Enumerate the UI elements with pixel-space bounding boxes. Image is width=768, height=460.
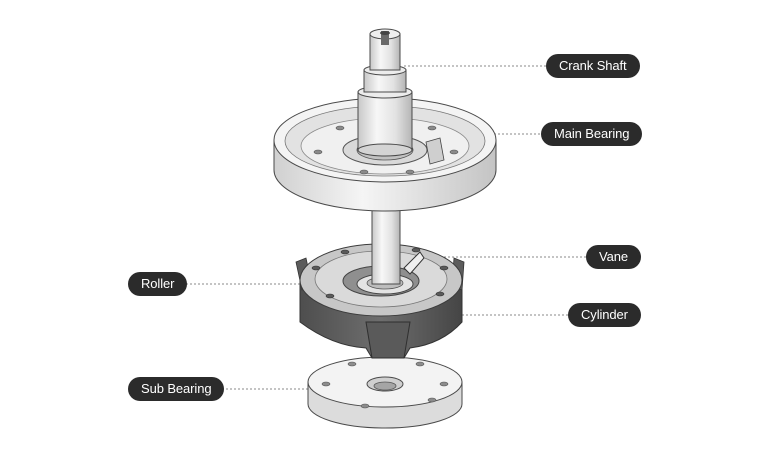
label-vane: Vane	[586, 245, 641, 269]
label-main-bearing: Main Bearing	[541, 122, 643, 146]
label-roller: Roller	[128, 272, 188, 296]
vane-part	[403, 251, 425, 275]
leader-lines	[186, 65, 586, 390]
label-crank-shaft: Crank Shaft	[546, 54, 640, 78]
crank-shaft-lower	[371, 199, 401, 285]
label-sub-bearing: Sub Bearing	[128, 377, 225, 401]
label-cylinder: Cylinder	[568, 303, 641, 327]
crank-shaft-part	[357, 28, 413, 157]
sub-bearing-part	[307, 356, 463, 429]
